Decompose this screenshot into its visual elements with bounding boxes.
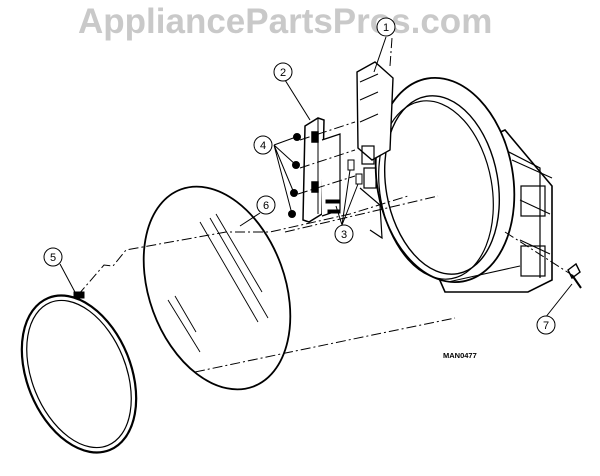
door-frame-part bbox=[356, 61, 553, 293]
callout-7: 7 bbox=[536, 315, 556, 335]
hinge-bracket-part bbox=[302, 117, 341, 223]
assembly-lines bbox=[77, 37, 573, 373]
screws-part bbox=[288, 133, 301, 218]
svg-text:4: 4 bbox=[260, 140, 266, 152]
svg-text:6: 6 bbox=[263, 200, 269, 212]
door-glass-part bbox=[142, 185, 292, 391]
svg-text:1: 1 bbox=[383, 22, 389, 34]
callout-1: 1 bbox=[376, 17, 396, 37]
callout-2: 2 bbox=[273, 62, 293, 82]
svg-text:5: 5 bbox=[50, 252, 56, 264]
svg-text:2: 2 bbox=[280, 67, 286, 79]
watermark: AppliancePartsPros.com bbox=[78, 2, 493, 41]
leader-lines bbox=[59, 36, 573, 319]
callout-5: 5 bbox=[43, 247, 63, 267]
mounting-screw-part bbox=[567, 262, 582, 289]
callout-6: 6 bbox=[256, 195, 276, 215]
drawing-code: MAN0477 bbox=[443, 351, 477, 360]
svg-text:3: 3 bbox=[341, 229, 347, 241]
svg-text:7: 7 bbox=[543, 320, 549, 332]
gasket-ring-part bbox=[20, 291, 138, 454]
hinge-pins-part bbox=[325, 159, 363, 214]
callout-4: 4 bbox=[253, 135, 273, 155]
callout-3: 3 bbox=[334, 224, 354, 244]
